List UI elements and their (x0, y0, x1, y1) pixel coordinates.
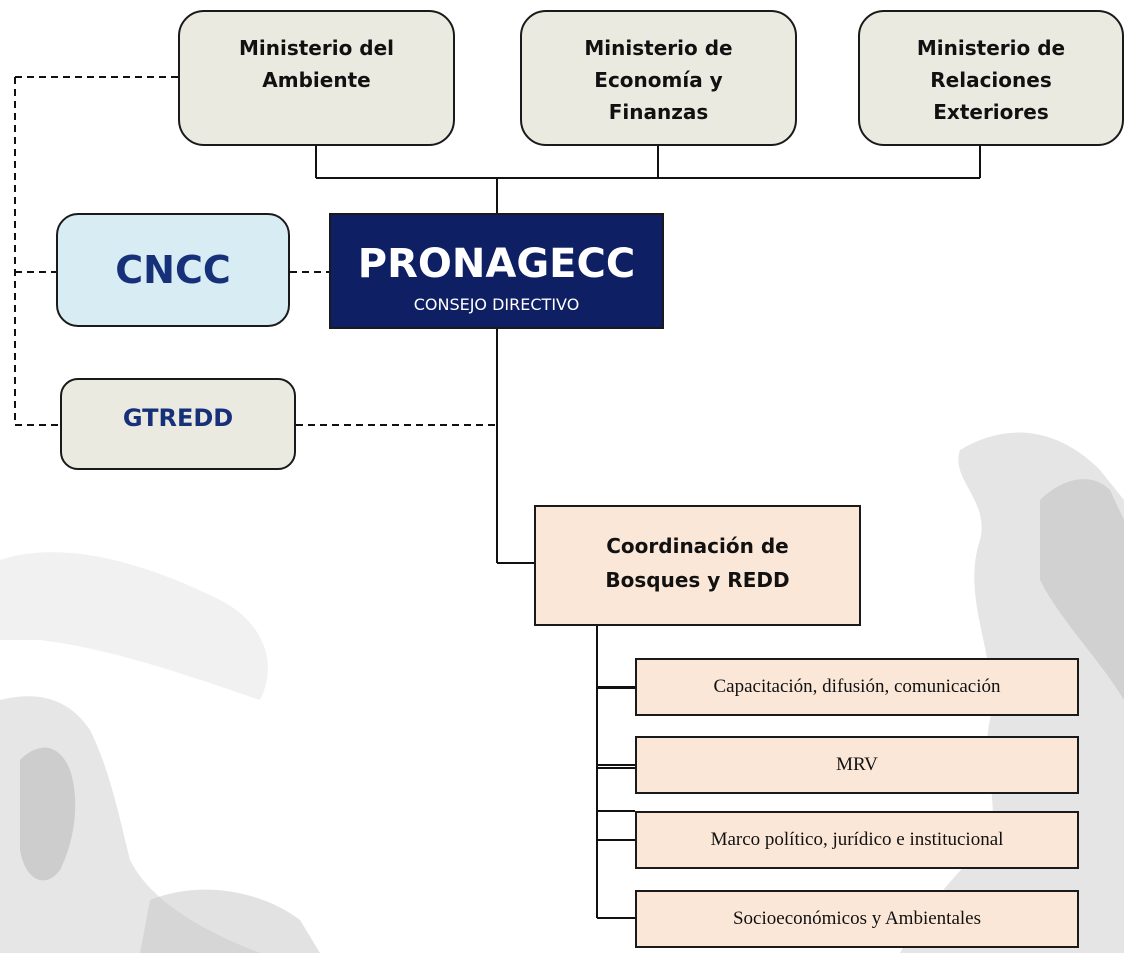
ministerio-economia-label: Ministerio de Economía y Finanzas (584, 36, 733, 124)
unit-marco-box: Marco político, jurídico e institucional (635, 811, 1079, 869)
gtredd-label: GTREDD (122, 404, 234, 432)
ministerio-relaciones-label: Ministerio de Relaciones Exteriores (916, 36, 1066, 124)
pronagecc-subtitle: CONSEJO DIRECTIVO (413, 295, 580, 314)
ministerio-relaciones-box: Ministerio de Relaciones Exteriores (858, 10, 1124, 146)
unit-capacitacion-box: Capacitación, difusión, comunicación (635, 658, 1079, 716)
ministerio-economia-box: Ministerio de Economía y Finanzas (520, 10, 797, 146)
pronagecc-box: PRONAGECC CONSEJO DIRECTIVO (329, 213, 664, 329)
coordinacion-box: Coordinación de Bosques y REDD (534, 505, 861, 626)
unit-mrv-label: MRV (836, 754, 878, 775)
unit-mrv-box: MRV (635, 736, 1079, 794)
pronagecc-title: PRONAGECC (357, 241, 636, 287)
cncc-box: CNCC (56, 213, 290, 327)
unit-capacitacion-label: Capacitación, difusión, comunicación (713, 676, 1001, 697)
ministerio-ambiente-box: Ministerio del Ambiente (178, 10, 455, 146)
gtredd-box: GTREDD (60, 378, 296, 470)
coordinacion-label: Coordinación de Bosques y REDD (605, 534, 790, 592)
unit-socioeconomicos-label: Socioeconómicos y Ambientales (732, 908, 981, 929)
cncc-label: CNCC (115, 248, 231, 292)
unit-marco-label: Marco político, jurídico e institucional (710, 829, 1004, 850)
unit-socioeconomicos-box: Socioeconómicos y Ambientales (635, 890, 1079, 948)
ministerio-ambiente-label: Ministerio del Ambiente (238, 36, 395, 92)
